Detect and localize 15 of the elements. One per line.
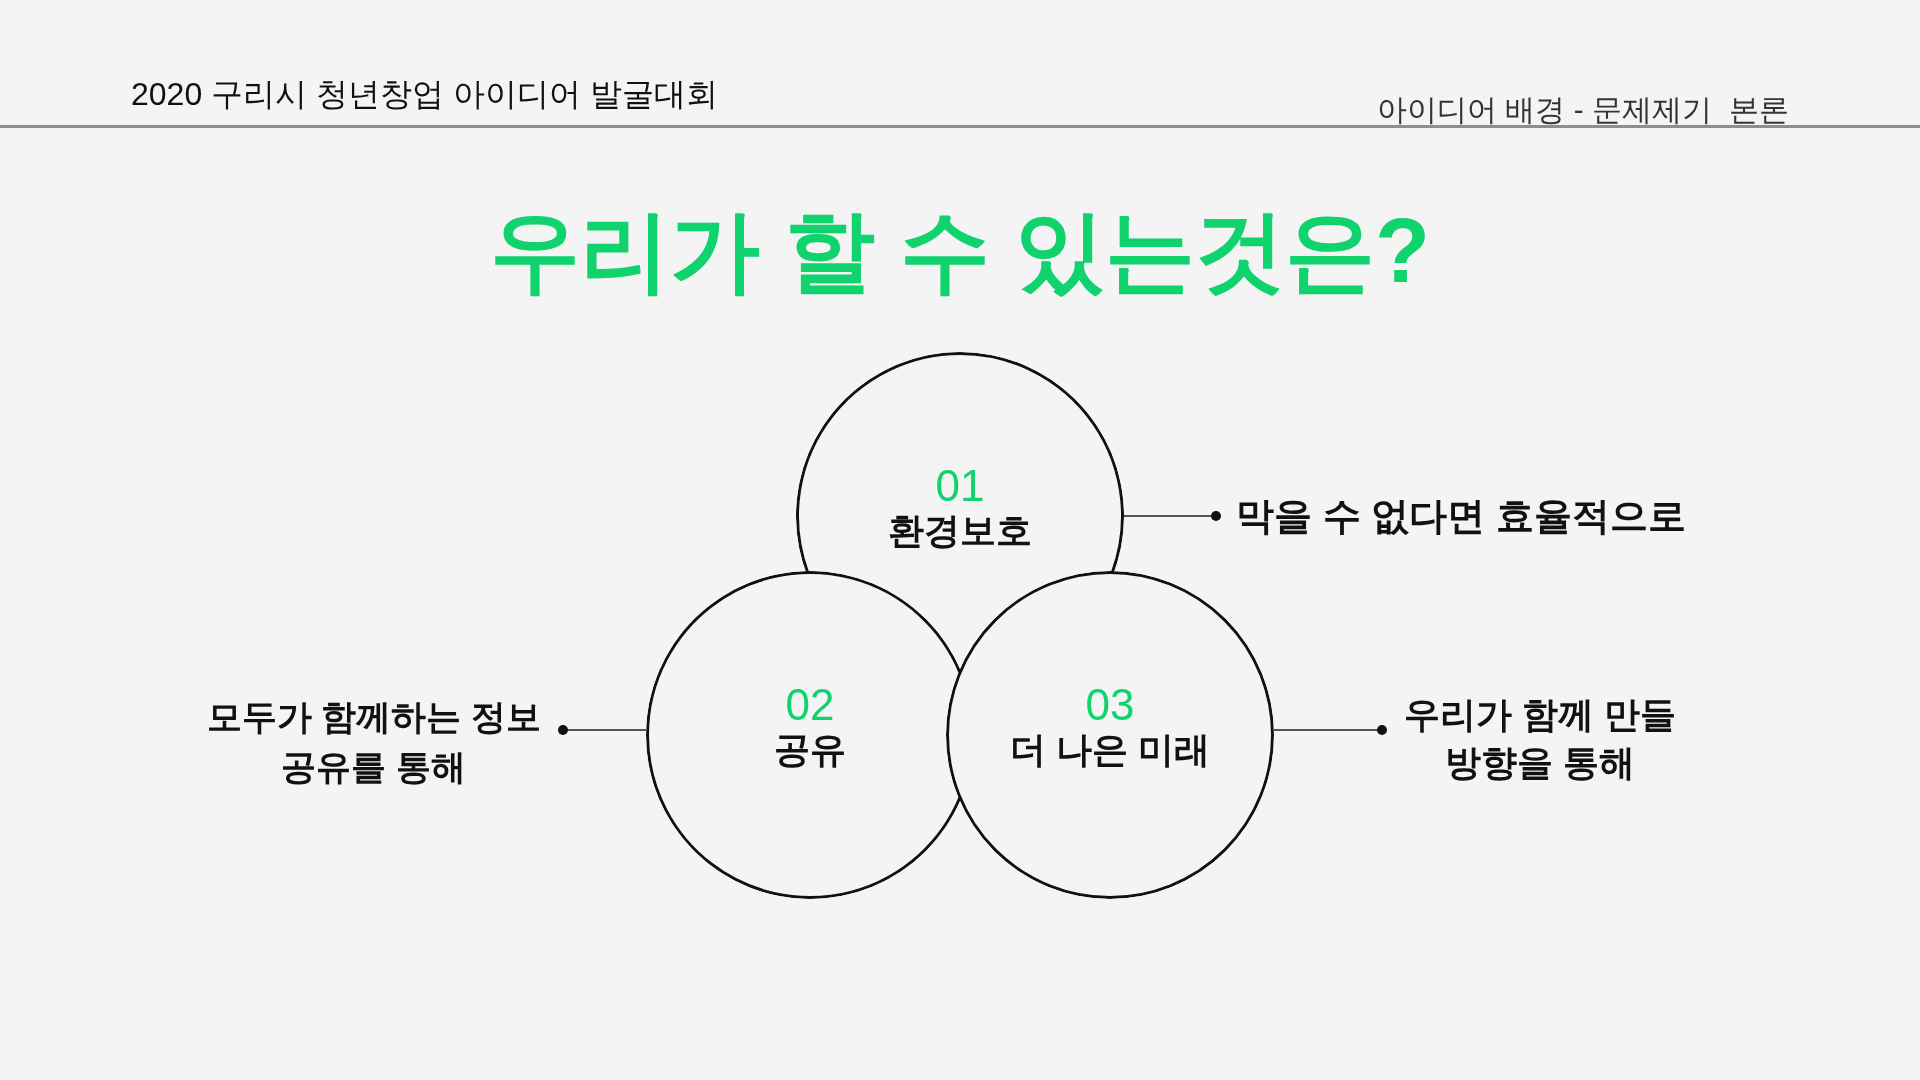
leader-line [1123, 511, 1221, 521]
callout-text: 우리가 함께 만들 방향을 통해 [1382, 691, 1676, 787]
topic-label: 공유 [774, 728, 846, 772]
section-label: 아이디어 배경 - 문제제기 본론 [1377, 92, 1789, 128]
topic-label: 더 나은 미래 [1010, 728, 1210, 772]
step-number: 03 [1085, 680, 1135, 730]
step-number: 01 [935, 461, 985, 511]
callout-text: 막을 수 없다면 효율적으로 [1216, 493, 1686, 539]
page-title: 우리가 할 수 있는것은? [490, 201, 1430, 301]
leader-line [1272, 725, 1387, 735]
callout-text: 모두가 함께하는 정보 공유를 통해 [206, 692, 563, 792]
step-number: 02 [785, 680, 835, 730]
leader-line [558, 725, 648, 735]
event-title: 2020 구리시 청년창업 아이디어 발굴대회 [131, 74, 718, 114]
topic-label: 환경보호 [888, 509, 1032, 553]
